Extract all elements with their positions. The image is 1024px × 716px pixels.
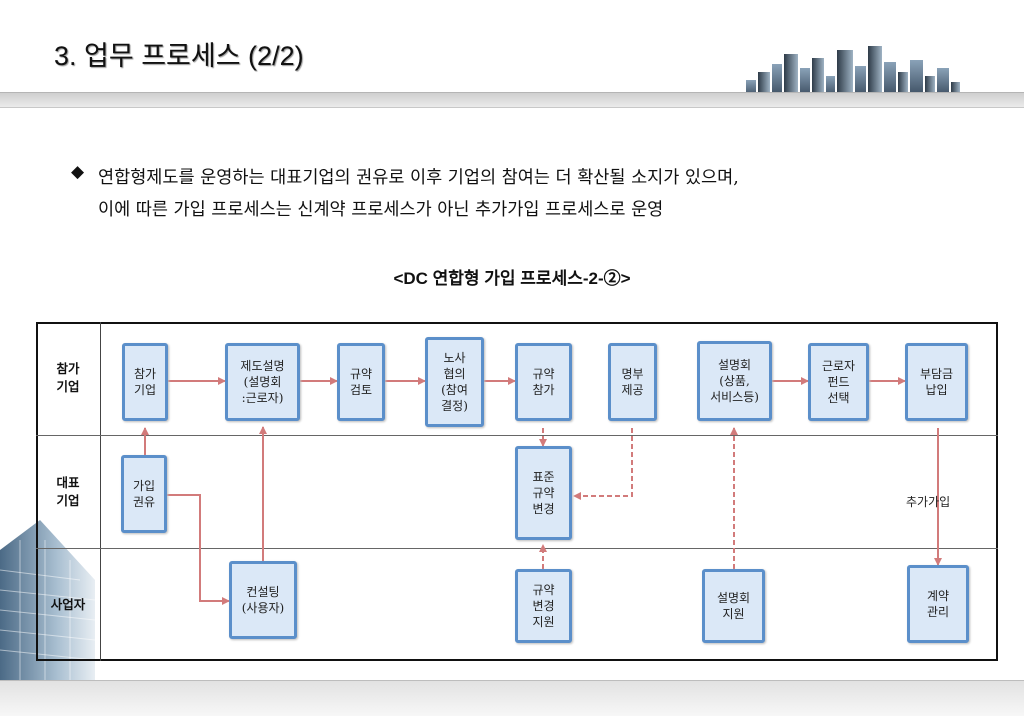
- process-box-seminar-support: 설명회 지원: [702, 569, 765, 643]
- process-box-seminar: 설명회 (상품, 서비스등): [697, 341, 772, 421]
- page-title: 3. 업무 프로세스 (2/2): [54, 41, 304, 71]
- bullet-diamond-icon: ◆: [71, 162, 85, 182]
- lane-divider-2: [100, 548, 998, 549]
- diagram-title: <DC 연합형 가입 프로세스-2-②>: [393, 269, 631, 288]
- lane-divider-2-label: [36, 548, 100, 549]
- process-box-standard-change: 표준 규약 변경: [515, 446, 572, 540]
- process-box-join-company: 참가 기업: [122, 343, 168, 421]
- process-box-consulting: 컨설팅 (사용자): [229, 561, 297, 639]
- header-divider-band: [0, 92, 1024, 108]
- lane-divider-1-label: [36, 435, 100, 436]
- process-box-fund-select: 근로자 펀드 선택: [808, 343, 869, 421]
- lane-label-divider: [100, 322, 101, 661]
- process-box-labor-consult: 노사 협의 (참여 결정): [425, 337, 484, 427]
- lane-label-participant: 참가 기업: [56, 361, 80, 394]
- lane-label-representative: 대표 기업: [56, 475, 80, 508]
- process-box-pay: 부담금 납입: [905, 343, 968, 421]
- process-box-invite: 가입 권유: [121, 455, 167, 533]
- building-image: [0, 520, 95, 680]
- bullet-text-line-1: 연합형제도를 운영하는 대표기업의 권유로 이후 기업의 참여는 더 확산될 소…: [98, 168, 739, 188]
- process-box-explain: 제도설명 (설명회 :근로자): [225, 343, 300, 421]
- process-box-review: 규약 검토: [337, 343, 385, 421]
- process-diagram-frame: [36, 322, 998, 661]
- process-box-contract: 계약 관리: [907, 565, 969, 643]
- additional-join-label: 추가가입: [906, 495, 951, 509]
- lane-divider-1: [100, 435, 998, 436]
- arrow-invite-to-consult: [167, 494, 230, 605]
- lane-label-provider: 사업자: [50, 597, 86, 612]
- arrow-roster-to-standard: [573, 428, 633, 500]
- city-skyline-image: [746, 46, 960, 96]
- bullet-text-line-2: 이에 따른 가입 프로세스는 신계약 프로세스가 아닌 추가가입 프로세스로 운…: [98, 200, 664, 220]
- footer-band: [0, 680, 1024, 716]
- process-box-roster: 명부 제공: [608, 343, 657, 421]
- process-box-participate: 규약 참가: [515, 343, 572, 421]
- process-box-change-support: 규약 변경 지원: [515, 569, 572, 643]
